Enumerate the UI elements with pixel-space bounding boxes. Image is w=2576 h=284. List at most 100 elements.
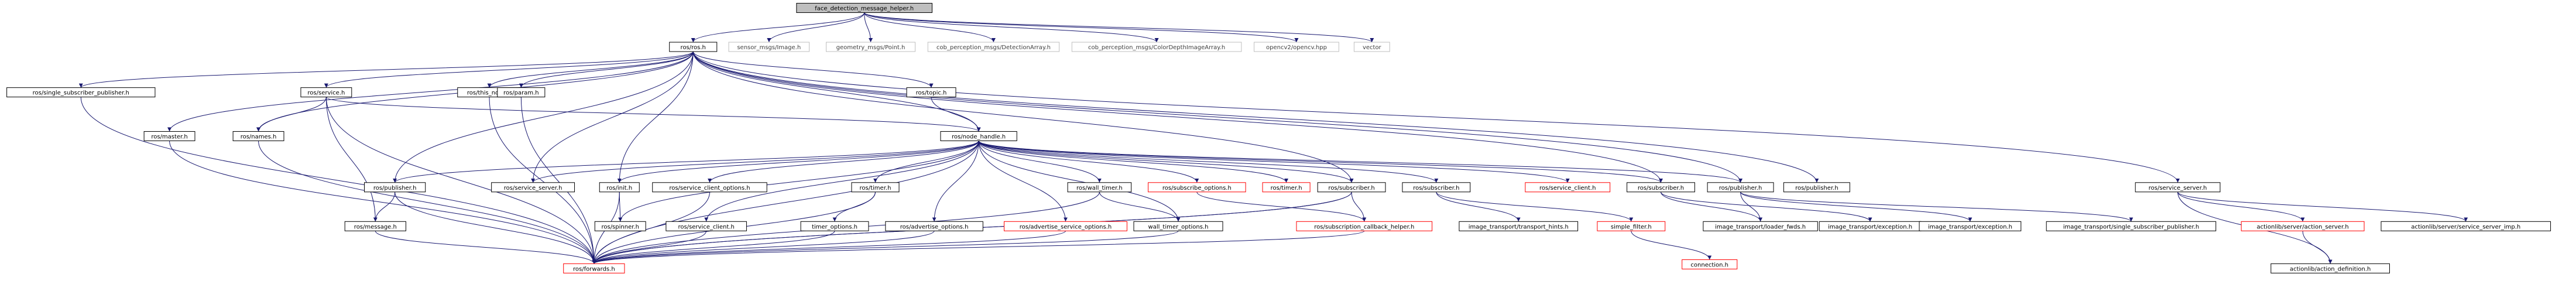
- node-names[interactable]: ros/names.h: [232, 131, 284, 141]
- edge-service-to-forwards: [325, 97, 596, 264]
- edge-subscription_callback_helper-to-forwards: [592, 230, 1365, 264]
- node-box: [2270, 263, 2390, 273]
- node-message[interactable]: ros/message.h: [344, 221, 406, 231]
- node-label: face_detection_message_helper.h: [815, 6, 914, 12]
- edge-root-to-vector: [864, 12, 1374, 43]
- node-root[interactable]: face_detection_message_helper.h: [796, 3, 932, 13]
- node-exception2[interactable]: image_transport/exception.h: [1919, 221, 2022, 231]
- node-forwards[interactable]: ros/forwards.h: [563, 263, 625, 273]
- node-label: ros/node_handle.h: [952, 134, 1006, 140]
- node-cob-color: cob_perception_msgs/ColorDepthImageArray…: [1071, 42, 1242, 52]
- node-subscriber-ros2[interactable]: ros/subscriber.h: [1402, 182, 1471, 193]
- node-spinner[interactable]: ros/spinner.h: [594, 221, 646, 231]
- node-service-server-right[interactable]: ros/service_server.h: [2135, 182, 2221, 193]
- node-label: ros/service_server.h: [2149, 185, 2207, 191]
- node-label: ros/topic.h: [916, 90, 947, 97]
- node-timer-options[interactable]: timer_options.h: [800, 221, 869, 231]
- node-ros-publisher2[interactable]: ros/publisher.h: [1707, 182, 1774, 193]
- node-box: [1071, 42, 1242, 52]
- edge-service-to-node_handle: [325, 97, 981, 132]
- node-box: [1254, 42, 1339, 52]
- edge-node_handle-to-publisher_ros: [393, 141, 979, 183]
- node-service-client-options[interactable]: ros/service_client_options.h: [652, 182, 767, 193]
- node-wall-timer-options[interactable]: wall_timer_options.h: [1133, 221, 1223, 231]
- node-box: [599, 182, 640, 193]
- edge-ros_ros-to-service: [324, 51, 694, 88]
- node-single-sub-pub[interactable]: ros/single_subscriber_publisher.h: [6, 87, 156, 98]
- node-simple-filter[interactable]: simple_filter.h: [1597, 221, 1666, 231]
- node-label: image_transport/exception.h: [1928, 224, 2012, 230]
- node-loader-fwds[interactable]: image_transport/loader_fwds.h: [1703, 221, 1818, 231]
- node-action-definition[interactable]: actionlib/action_definition.h: [2270, 263, 2390, 273]
- node-topic[interactable]: ros/topic.h: [906, 87, 956, 98]
- edge-ros_ros-to-publisher_plain: [692, 52, 1819, 183]
- node-box: [364, 182, 426, 193]
- edge-node_handle-to-ros_timer_red: [978, 141, 1288, 183]
- node-service-server-ros[interactable]: ros/service_server.h: [491, 182, 575, 193]
- node-wall-timer[interactable]: ros/wall_timer.h: [1067, 182, 1132, 193]
- node-subscription-callback-helper[interactable]: ros/subscription_callback_helper.h: [1296, 221, 1433, 231]
- edge-node_handle-to-advertise_options: [932, 141, 979, 222]
- edge-node_handle-to-wall_timer: [978, 141, 1102, 183]
- node-label: wall_timer_options.h: [1148, 224, 1209, 230]
- edge-node_handle-to-service_client: [704, 141, 979, 222]
- edge-ros_ros-to-publisher_ros: [393, 52, 694, 183]
- edge-message-to-forwards: [375, 231, 596, 264]
- node-advertise-service-options[interactable]: ros/advertise_service_options.h: [1004, 221, 1127, 231]
- node-box: [666, 221, 747, 231]
- node-single-sub-pub-it[interactable]: image_transport/single_subscriber_publis…: [2046, 221, 2217, 231]
- node-box: [1682, 259, 1738, 269]
- node-master[interactable]: ros/master.h: [143, 131, 195, 141]
- node-subscriber-ros[interactable]: ros/subscriber.h: [1317, 182, 1386, 193]
- edge-root-to-sensor_image: [767, 12, 865, 43]
- node-label: ros/advertise_options.h: [900, 224, 969, 230]
- node-ros-timer-red[interactable]: ros/timer.h: [1262, 182, 1311, 193]
- node-geom-point: geometry_msgs/Point.h: [826, 42, 916, 52]
- node-box: [826, 42, 916, 52]
- node-param[interactable]: ros/param.h: [497, 87, 546, 98]
- node-label: ros/service_client.h: [1539, 185, 1596, 191]
- node-advertise-options[interactable]: ros/advertise_options.h: [885, 221, 983, 231]
- edge-param-to-forwards: [520, 97, 596, 264]
- edge-service_client-to-forwards: [592, 231, 707, 264]
- node-label: ros/publisher.h: [1719, 185, 1762, 191]
- node-service-client[interactable]: ros/service_client.h: [666, 221, 747, 231]
- node-connection[interactable]: connection.h: [1682, 259, 1738, 269]
- edge-ros_ros-to-ros_subscriber3: [692, 52, 1663, 183]
- node-box: [1627, 182, 1695, 193]
- edge-ros_subscriber3-to-exception1: [1660, 191, 1872, 222]
- node-exception1[interactable]: image_transport/exception.h: [1819, 221, 1922, 231]
- node-box: [2381, 221, 2551, 231]
- node-label: ros/ros.h: [681, 45, 706, 51]
- node-node-handle[interactable]: ros/node_handle.h: [940, 131, 1017, 141]
- node-box: [927, 42, 1060, 52]
- node-timer[interactable]: ros/timer.h: [851, 182, 900, 193]
- node-label: image_transport/single_subscriber_publis…: [2063, 224, 2199, 230]
- node-ros-subscriber3[interactable]: ros/subscriber.h: [1627, 182, 1695, 193]
- edge-ros_ros-to-param: [519, 51, 694, 88]
- node-label: ros/single_subscriber_publisher.h: [33, 90, 129, 97]
- node-service-client-red[interactable]: ros/service_client.h: [1525, 182, 1611, 193]
- node-ros-ros[interactable]: ros/ros.h: [669, 42, 718, 52]
- node-vector: vector: [1353, 42, 1390, 52]
- node-subscribe-options[interactable]: ros/subscribe_options.h: [1148, 182, 1246, 193]
- node-label: ros/spinner.h: [601, 224, 639, 230]
- node-publisher-ros[interactable]: ros/publisher.h: [364, 182, 426, 193]
- node-init[interactable]: ros/init.h: [599, 182, 640, 193]
- edge-ros_publisher2-to-single_sub_pub_it: [1740, 191, 2133, 222]
- edge-service-to-names: [256, 97, 327, 132]
- node-box: [6, 87, 156, 98]
- edge-ros_ros-to-subscriber_ros: [692, 52, 1354, 183]
- node-service[interactable]: ros/service.h: [300, 87, 352, 98]
- node-transport-hints[interactable]: image_transport/transport_hints.h: [1459, 221, 1579, 231]
- node-service-server-imp[interactable]: actionlib/server/service_server_imp.h: [2381, 221, 2551, 231]
- node-publisher-plain[interactable]: ros/publisher.h: [1783, 182, 1850, 193]
- edge-service_server_right-to-service_server_imp: [2177, 191, 2468, 222]
- node-label: ros/subscriber.h: [1638, 185, 1684, 191]
- node-label: actionlib/action_definition.h: [2290, 266, 2371, 272]
- node-box: [2135, 182, 2221, 193]
- node-action-server[interactable]: actionlib/server/action_server.h: [2241, 221, 2365, 231]
- edge-ros_ros-to-master: [167, 52, 694, 132]
- node-box: [1296, 221, 1433, 231]
